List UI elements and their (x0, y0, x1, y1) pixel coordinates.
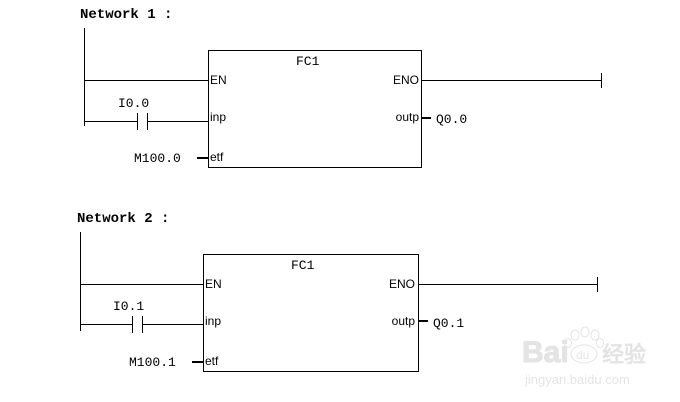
function-block[interactable] (208, 50, 422, 168)
network-1-title: Network 1 : (80, 7, 172, 23)
pin-en: EN (205, 277, 222, 291)
baidu-watermark: Bai du 经验 jingyan.baidu.com (522, 326, 646, 387)
block-name: FC1 (296, 54, 320, 69)
pin-en: EN (210, 73, 227, 87)
watermark-brand: Bai (522, 336, 569, 369)
no-contact-icon[interactable] (137, 113, 148, 130)
paw-icon (564, 326, 604, 364)
contact-address[interactable]: I0.1 (113, 299, 144, 314)
pin-etf: etf (205, 354, 219, 368)
pin-outp: outp (392, 314, 416, 328)
etf-operand[interactable]: M100.0 (134, 151, 181, 166)
function-block[interactable] (203, 254, 419, 372)
watermark-paw-text: du (576, 348, 589, 362)
network-2: Network 2 : I0.1 M100.1 FC1 EN inp etf E… (77, 211, 598, 372)
watermark-suffix: 经验 (602, 342, 646, 367)
pin-inp: inp (205, 314, 221, 328)
pin-eno: ENO (389, 277, 415, 291)
network-2-title: Network 2 : (77, 211, 169, 227)
watermark-url: jingyan.baidu.com (524, 372, 630, 387)
etf-operand[interactable]: M100.1 (129, 355, 176, 370)
contact-address[interactable]: I0.0 (118, 96, 149, 111)
pin-etf: etf (210, 150, 224, 164)
no-contact-icon[interactable] (132, 316, 143, 333)
outp-operand[interactable]: Q0.0 (436, 112, 467, 127)
network-1: Network 1 : I0.0 M100.0 FC1 EN inp etf E… (80, 7, 602, 168)
block-name: FC1 (291, 258, 315, 273)
pin-eno: ENO (393, 73, 419, 87)
pin-outp: outp (396, 110, 420, 124)
pin-inp: inp (210, 110, 226, 124)
outp-operand[interactable]: Q0.1 (433, 316, 464, 331)
